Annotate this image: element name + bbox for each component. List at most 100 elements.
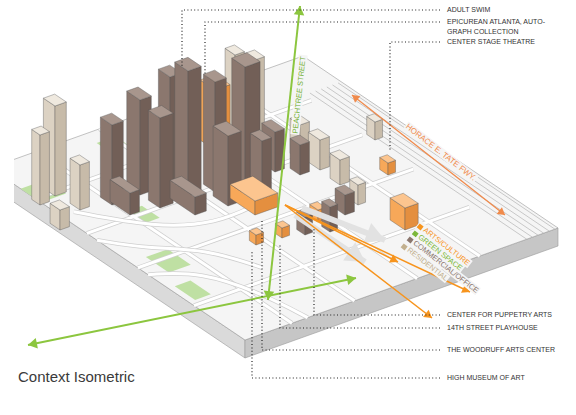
leader-line [262, 220, 440, 350]
block-top [14, 56, 558, 340]
building-face [127, 91, 140, 195]
building [70, 155, 89, 210]
building-roof [308, 129, 329, 140]
building-face [32, 129, 40, 205]
leader-line [205, 22, 440, 76]
building-roof [70, 155, 89, 165]
arts-axis-arrow [285, 205, 432, 318]
building-face [300, 142, 309, 175]
building [380, 155, 396, 175]
street-axis-arrow [28, 278, 356, 345]
building [335, 185, 354, 215]
building-face [55, 102, 66, 196]
building-face [340, 157, 349, 185]
building [148, 105, 173, 208]
building-label: 14TH STREET PLAYHOUSE [447, 323, 538, 333]
building-roof [110, 176, 139, 193]
rail-line [327, 87, 544, 233]
building-roof [43, 94, 66, 106]
building [290, 135, 309, 175]
building-roof [148, 105, 173, 118]
building-roof [127, 87, 152, 100]
building-label: CENTER STAGE THEATRE [447, 37, 535, 47]
building-face [148, 110, 160, 208]
building-label: HIGH MUSEUM OF ART [447, 373, 525, 383]
building-face [358, 182, 366, 205]
building [110, 176, 139, 215]
axis-arrows [28, 6, 505, 348]
street-axis-arrow-head [346, 275, 356, 285]
street-axis-arrow-head [28, 338, 38, 348]
building [275, 221, 289, 238]
rail-line [332, 85, 549, 231]
building-face [40, 132, 49, 205]
street-edge [74, 204, 258, 226]
building-roof [170, 176, 206, 197]
building-roof [203, 70, 226, 82]
building-roof [230, 176, 277, 201]
street [74, 204, 258, 226]
freeway-arrow [352, 95, 505, 215]
view-arrow-head [363, 223, 385, 243]
building-roof [322, 199, 338, 207]
building-roof [100, 113, 123, 125]
building [127, 87, 152, 195]
building [32, 126, 50, 205]
street [148, 274, 308, 318]
building-roof [250, 130, 271, 141]
arts-axis-arrow [285, 205, 470, 292]
building-roof [225, 45, 244, 55]
building [390, 193, 418, 230]
diagram-title: Context Isometric [18, 368, 135, 386]
building-face [213, 126, 228, 206]
rail-line [321, 89, 538, 235]
building-face [375, 119, 383, 140]
arts-axis-arrow [285, 205, 398, 262]
building-face [80, 162, 89, 210]
building-face [130, 190, 139, 215]
building-roof [335, 185, 354, 195]
leader-lines [182, 10, 440, 378]
rail-line [316, 91, 533, 237]
rail-line [310, 93, 527, 239]
street-edge [97, 240, 263, 268]
freeway-arrow-head [352, 95, 360, 103]
street-axis-arrow [268, 6, 300, 300]
building-roof [232, 53, 260, 67]
building-roof [32, 126, 50, 135]
buildings [32, 45, 418, 245]
building [230, 176, 277, 215]
arts-axis-arrow-head [389, 254, 398, 262]
building-label: ADULT SWIM [447, 5, 490, 15]
building [170, 176, 206, 215]
building [175, 57, 201, 196]
building [330, 150, 349, 185]
building-label: THE WOODRUFF ARTS CENTER [447, 345, 555, 355]
building-roof [262, 120, 285, 132]
building-roof [290, 135, 309, 145]
building-face [320, 137, 329, 170]
building-face [60, 207, 69, 230]
building-face [188, 66, 201, 196]
arts-axis-arrow-head [423, 310, 432, 318]
leader-line [182, 10, 440, 68]
building-roof [175, 57, 201, 71]
building-roof [330, 150, 349, 160]
street-axis-arrow-head [294, 6, 305, 16]
street-edge [148, 274, 308, 318]
building-face [345, 192, 354, 215]
building [308, 129, 329, 170]
green-space [175, 281, 211, 300]
building-roof [213, 121, 241, 136]
street [97, 240, 263, 268]
freeway-arrow-head [497, 207, 505, 215]
rail-line [338, 83, 555, 229]
building [50, 200, 69, 230]
building-face [175, 62, 188, 196]
building-face [70, 158, 80, 210]
building [249, 228, 263, 245]
leader-line [252, 250, 440, 378]
building-roof [390, 193, 418, 208]
building-roof [380, 155, 396, 163]
